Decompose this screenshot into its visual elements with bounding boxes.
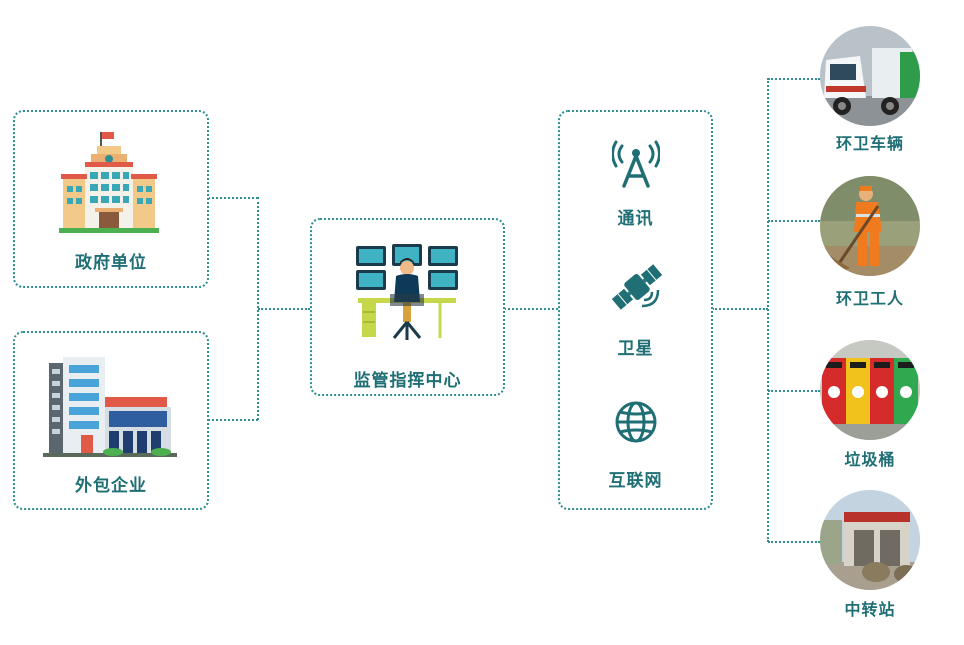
target-label-worker: 环卫工人 bbox=[835, 289, 904, 308]
outsource-company-node: 外包企业 bbox=[13, 331, 209, 510]
sanitation-worker-photo bbox=[820, 176, 920, 276]
target-label-trash-bin: 垃圾桶 bbox=[844, 450, 896, 469]
connector-target-2 bbox=[768, 220, 820, 222]
monitoring-operator-icon bbox=[356, 244, 458, 340]
channels-node: 通讯 卫星 互联网 bbox=[558, 110, 713, 510]
government-building-icon bbox=[59, 132, 159, 233]
signal-tower-icon bbox=[612, 140, 660, 188]
connector-target-4 bbox=[768, 541, 820, 543]
satellite-icon bbox=[611, 264, 663, 310]
trash-bins-photo bbox=[820, 340, 920, 440]
outsource-company-label: 外包企业 bbox=[75, 476, 147, 496]
channel-label-satellite: 卫星 bbox=[617, 339, 654, 359]
company-building-icon bbox=[43, 357, 177, 457]
connector-right-v bbox=[767, 78, 769, 542]
sanitation-truck-photo bbox=[820, 26, 920, 126]
command-center-label: 监管指挥中心 bbox=[353, 371, 462, 391]
connector-channels-to-targets bbox=[712, 308, 768, 310]
target-label-vehicle: 环卫车辆 bbox=[835, 134, 904, 153]
target-label-transfer-station: 中转站 bbox=[844, 600, 896, 619]
connector-outsource-h bbox=[208, 419, 258, 421]
transfer-station-photo bbox=[820, 490, 920, 590]
connector-target-3 bbox=[768, 390, 820, 392]
channel-label-communication: 通讯 bbox=[617, 209, 654, 229]
globe-icon bbox=[615, 401, 657, 443]
channel-label-internet: 互联网 bbox=[608, 471, 663, 491]
connector-center-to-channels bbox=[504, 308, 558, 310]
connector-gov-h bbox=[208, 197, 258, 199]
connector-target-1 bbox=[768, 78, 820, 80]
command-center-node: 监管指挥中心 bbox=[310, 218, 505, 396]
government-unit-node: 政府单位 bbox=[13, 110, 209, 288]
connector-left-to-center bbox=[258, 308, 310, 310]
government-unit-label: 政府单位 bbox=[75, 253, 147, 273]
